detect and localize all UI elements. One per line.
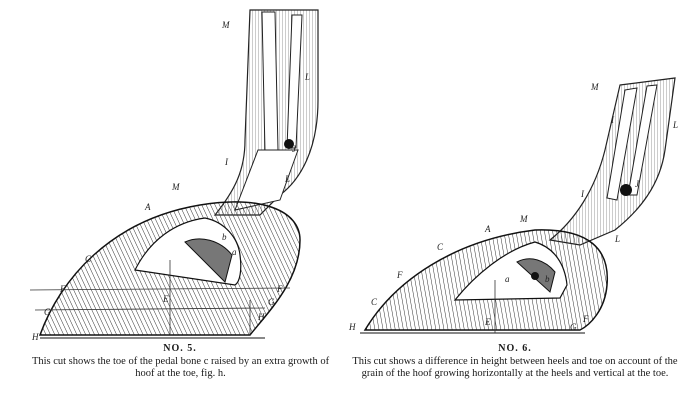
- label-a: A: [484, 224, 491, 234]
- label-a: A: [144, 202, 151, 212]
- label-m-upper: M: [221, 20, 230, 30]
- label-i: I: [224, 157, 229, 167]
- label-l-lower: L: [284, 174, 290, 184]
- figure-number: NO. 6.: [498, 343, 532, 354]
- label-l-lower: L: [614, 234, 620, 244]
- label-l-upper: L: [304, 72, 310, 82]
- label-m-upper: M: [590, 82, 599, 92]
- label-h-left: H: [348, 322, 356, 332]
- hoof-illustration-no-5: M L J I M L A C F G H F G H E b a: [29, 9, 319, 342]
- label-f-right: F: [582, 314, 589, 324]
- label-a-small: a: [505, 274, 510, 284]
- label-c-upper: C: [437, 242, 444, 252]
- figure-caption: This cut shows the toe of the pedal bone…: [31, 356, 330, 379]
- label-g-right: G: [570, 322, 577, 332]
- figure-no-5: M L J I M L A C F G H F G H E b a NO. 5.…: [0, 0, 345, 410]
- figure-number: NO. 5.: [163, 343, 197, 354]
- label-j: J: [635, 179, 640, 189]
- figure-caption: This cut shows a difference in height be…: [352, 356, 678, 379]
- label-g-right: G: [268, 297, 275, 307]
- label-c-lower: C: [371, 297, 378, 307]
- label-m-lower: M: [171, 182, 180, 192]
- label-b: b: [222, 232, 227, 242]
- label-f-left: F: [59, 284, 66, 294]
- label-e: E: [484, 317, 491, 327]
- label-h-right: H: [257, 312, 265, 322]
- figure-no-6: M I L J I M A L C F C H E G F b a NO. 6.…: [345, 0, 700, 410]
- label-j: J: [292, 144, 297, 154]
- label-e: E: [162, 294, 169, 304]
- label-i-upper: I: [610, 115, 615, 125]
- label-c: C: [85, 254, 92, 264]
- label-i-lower: I: [580, 189, 585, 199]
- hoof-illustration-no-6: M I L J I M A L C F C H E G F b a: [348, 77, 678, 334]
- label-m-lower: M: [519, 214, 528, 224]
- label-a-small: a: [232, 247, 237, 257]
- label-h-left: H: [31, 332, 39, 342]
- label-b: b: [545, 274, 550, 284]
- label-f-left: F: [396, 270, 403, 280]
- label-l-upper: L: [672, 120, 678, 130]
- label-g-left: G: [44, 307, 51, 317]
- label-f-right: F: [276, 284, 283, 294]
